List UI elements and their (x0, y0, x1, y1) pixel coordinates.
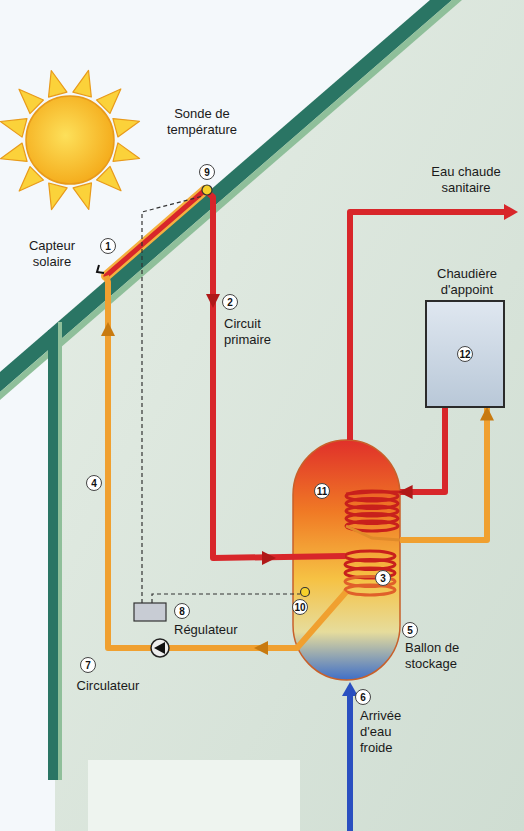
house-wall (48, 330, 58, 780)
part-label: Ballon de stockage (405, 640, 489, 672)
coil-pipe (346, 526, 400, 540)
flow-arrow (254, 641, 268, 655)
hot-water-pipe (350, 212, 506, 440)
sun-ray (73, 70, 91, 97)
part-label: Arrivée d'eau froide (360, 708, 418, 756)
part-label: Circuit primaire (224, 316, 294, 348)
callout-number: 11 (314, 483, 330, 499)
sun-ray (49, 183, 67, 210)
boiler-box: Chaudière d'appoint12 (425, 300, 505, 408)
storage-tank (293, 440, 400, 680)
storage-tank-node: 5Ballon de stockage (293, 440, 400, 680)
callout-number: 10 (292, 599, 308, 615)
sun-ray (113, 143, 140, 161)
callout-number: 8 (174, 603, 190, 619)
heat-exchanger-coils (345, 491, 398, 595)
pipe-connector (400, 408, 487, 540)
box-title: Chaudière d'appoint (415, 266, 519, 298)
circulator-pump (151, 639, 169, 657)
solar-collector (106, 190, 205, 276)
solar-collector (106, 190, 205, 276)
sensor-wire (152, 594, 300, 603)
sun-ray (49, 70, 67, 97)
roof-inner (0, 0, 462, 400)
callout-number: 9 (199, 164, 215, 180)
temperature-sensor (301, 588, 310, 597)
regulator-box (134, 603, 166, 621)
sun-ray (0, 119, 27, 137)
primary-pipe (205, 190, 345, 558)
callout-number: 5 (402, 622, 418, 638)
coil-pipe (346, 492, 400, 494)
callout-number: 12 (457, 346, 473, 362)
part-label: Circulateur (62, 678, 154, 694)
sun-ray (73, 183, 91, 210)
circulator-pump (154, 642, 165, 654)
collector-mount (97, 265, 104, 273)
temperature-sensor (202, 185, 212, 195)
part-label: Régulateur (174, 622, 254, 638)
pipe-connector (400, 408, 445, 492)
sun-ray (113, 119, 140, 137)
sensor-label: Sonde de température (150, 106, 254, 138)
sensor-wire (142, 196, 203, 603)
flow-arrow (504, 204, 518, 220)
coil-winding (345, 585, 395, 595)
callout-number: 2 (222, 294, 238, 310)
house-wall-inner (58, 322, 62, 780)
part-label: Capteur solaire (14, 238, 90, 270)
flow-arrow (206, 294, 220, 308)
sun-ray (0, 143, 27, 161)
callout-number: 1 (100, 238, 116, 254)
sun (0, 70, 139, 209)
cold-water-pipe (347, 694, 353, 831)
flow-arrow (101, 322, 115, 336)
callout-number: 6 (355, 689, 371, 705)
flow-arrow (262, 551, 276, 565)
callout-number: 4 (86, 475, 102, 491)
sun-disc (26, 96, 114, 184)
part-label: Eau chaude sanitaire (414, 164, 518, 196)
callout-number: 7 (80, 657, 96, 673)
callout-number: 3 (375, 570, 391, 586)
floor-panel (88, 760, 300, 831)
